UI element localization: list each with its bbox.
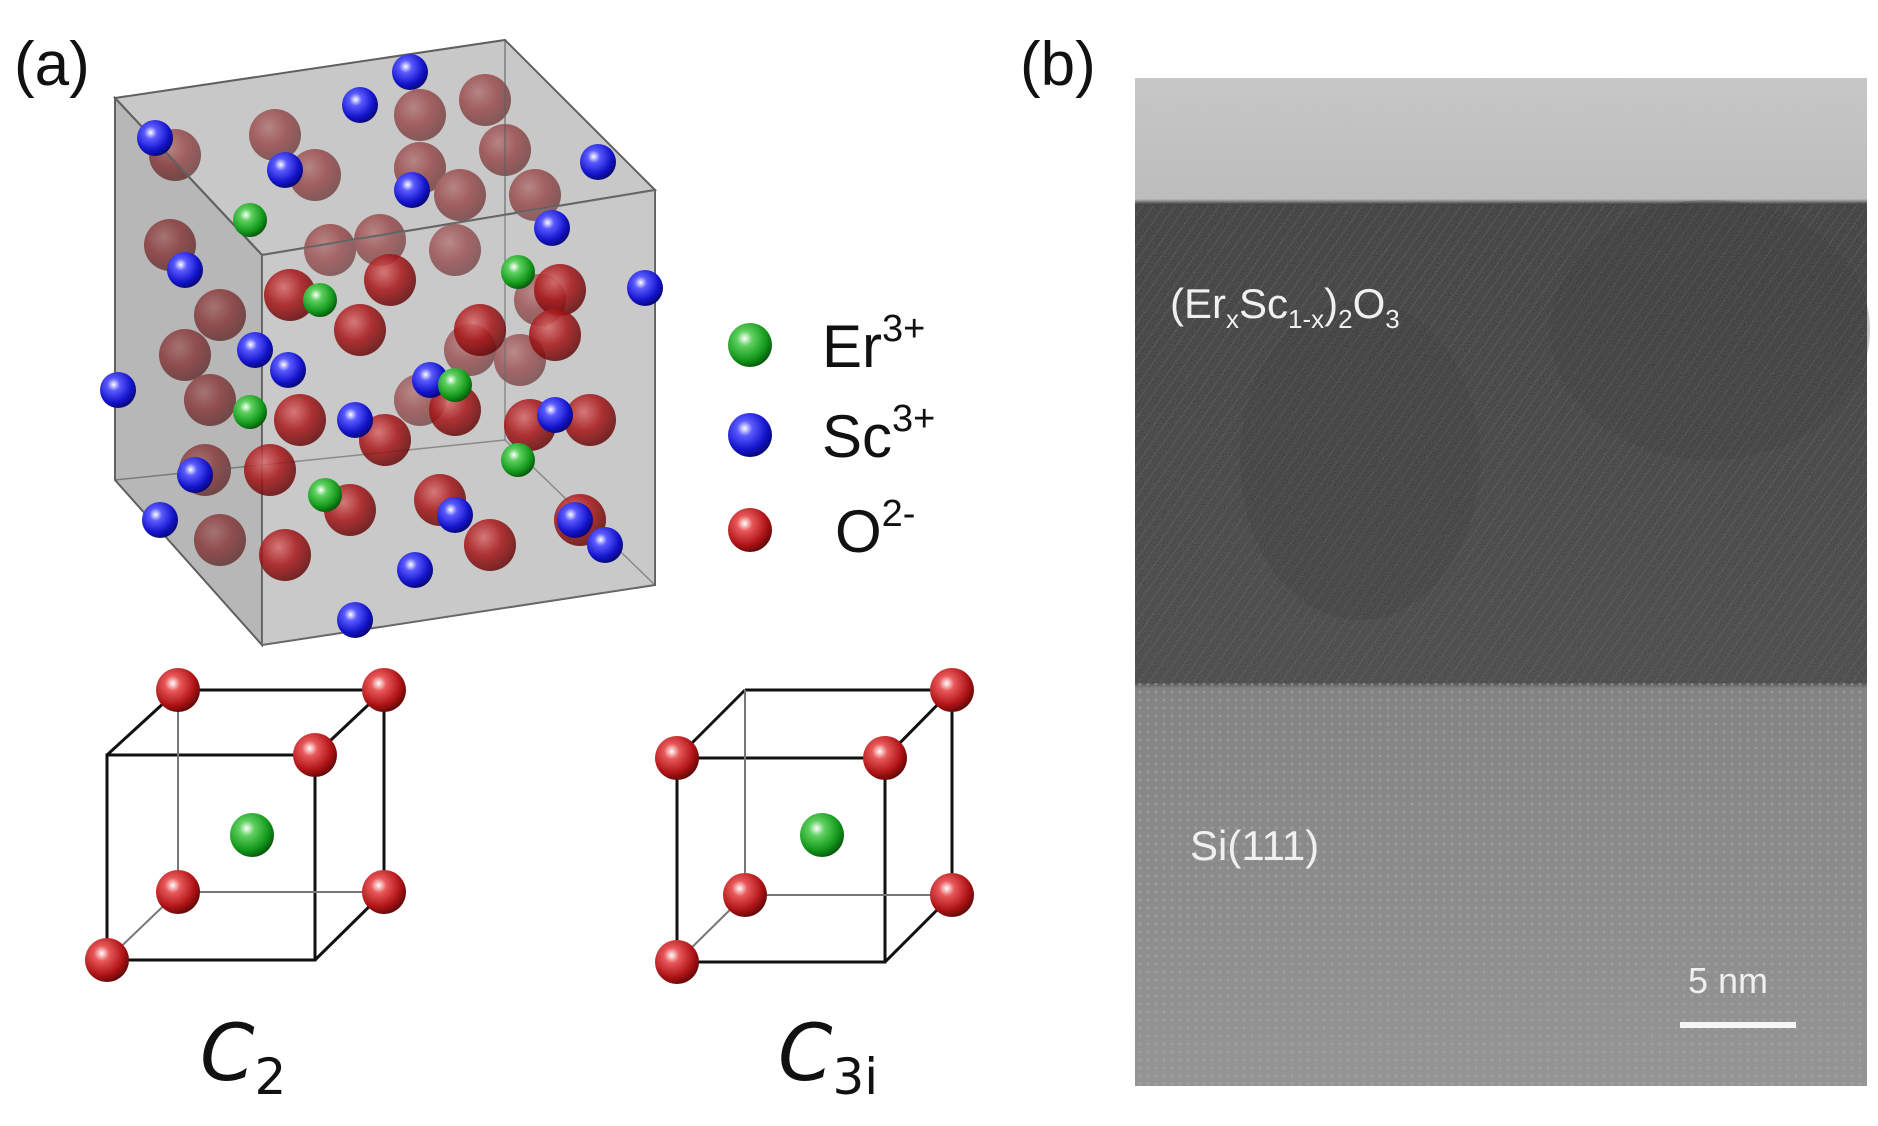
o-ion-icon xyxy=(359,414,411,466)
sc-ion-icon xyxy=(437,497,473,533)
er-ion-icon xyxy=(230,813,274,857)
svg-text:Er3+: Er3+ xyxy=(822,308,925,380)
legend-item-sc: Sc3+ xyxy=(728,398,935,470)
tem-micrograph: (ErxSc1-x)2O3 Si(111) 5 nm xyxy=(1135,78,1870,1086)
svg-text:Sc3+: Sc3+ xyxy=(822,398,935,470)
o-ion-icon xyxy=(529,309,581,361)
o-ion-icon xyxy=(85,938,129,982)
oxide-label-part3: ) xyxy=(1324,280,1338,327)
scale-bar-label: 5 nm xyxy=(1688,960,1768,1001)
oxide-label-part1: (Er xyxy=(1170,280,1226,327)
o-ion-icon xyxy=(259,529,311,581)
o-ion-icon xyxy=(156,870,200,914)
panel-label-b: (b) xyxy=(1020,30,1096,99)
er-ion-icon xyxy=(308,478,342,512)
o-ion-icon xyxy=(429,224,481,276)
sc-ion-icon xyxy=(537,397,573,433)
sc-ion-icon xyxy=(167,252,203,288)
o-ion-icon xyxy=(334,304,386,356)
legend-item-o: O2- xyxy=(728,493,915,565)
legend-er-charge: 3+ xyxy=(882,308,925,350)
o-ion-sphere-icon xyxy=(728,508,772,552)
o-ion-icon xyxy=(264,269,316,321)
sc-ion-icon xyxy=(534,210,570,246)
sc-ion-icon xyxy=(580,144,616,180)
sc-ion-icon xyxy=(270,352,306,388)
c2-site-cube xyxy=(85,668,406,982)
sc-ion-icon xyxy=(557,502,593,538)
legend-o-charge: 2- xyxy=(882,493,916,535)
svg-text:C3i: C3i xyxy=(778,1009,878,1106)
er-ion-icon xyxy=(501,443,535,477)
oxide-label-part4: O xyxy=(1353,280,1386,327)
site-label-c3i-main: C xyxy=(778,1009,833,1099)
o-ion-icon xyxy=(863,736,907,780)
sc-ion-icon xyxy=(397,552,433,588)
legend-er-symbol: Er xyxy=(822,313,882,380)
legend-sc-charge: 3+ xyxy=(892,398,935,440)
legend-sc-symbol: Sc xyxy=(822,403,892,470)
sc-ion-icon xyxy=(392,54,428,90)
oxide-label-three: 3 xyxy=(1385,304,1399,334)
substrate-label: Si(111) xyxy=(1190,822,1319,869)
oxide-label-part2: Sc xyxy=(1239,280,1288,327)
site-label-c3i-sub: 3i xyxy=(832,1048,878,1106)
site-label-c2-sub: 2 xyxy=(254,1048,286,1106)
svg-text:(ErxSc1-x)2O3: (ErxSc1-x)2O3 xyxy=(1170,280,1400,334)
er-ion-icon xyxy=(438,368,472,402)
ion-legend: Er3+ Sc3+ O2- xyxy=(728,308,935,565)
sc-ion-icon xyxy=(142,502,178,538)
er-ion-sphere-icon xyxy=(728,323,772,367)
o-ion-icon xyxy=(723,873,767,917)
er-ion-icon xyxy=(800,813,844,857)
o-ion-icon xyxy=(274,394,326,446)
er-ion-icon xyxy=(501,255,535,289)
sc-ion-icon xyxy=(627,270,663,306)
o-ion-icon xyxy=(429,384,481,436)
o-ion-icon xyxy=(534,264,586,316)
oxide-label-onex: 1-x xyxy=(1288,304,1324,334)
o-ion-icon xyxy=(244,444,296,496)
o-ion-icon xyxy=(293,733,337,777)
sc-ion-icon xyxy=(100,372,136,408)
sc-ion-icon xyxy=(137,120,173,156)
sc-ion-icon xyxy=(587,527,623,563)
sc-ion-icon xyxy=(342,87,378,123)
er-ion-icon xyxy=(233,395,267,429)
o-ion-icon xyxy=(655,940,699,984)
scale-bar xyxy=(1680,1022,1796,1028)
sc-ion-sphere-icon xyxy=(728,413,772,457)
sc-ion-icon xyxy=(337,602,373,638)
er-ion-icon xyxy=(233,203,267,237)
o-ion-icon xyxy=(464,519,516,571)
o-ion-icon xyxy=(930,668,974,712)
o-ion-icon xyxy=(364,254,416,306)
legend-item-er: Er3+ xyxy=(728,308,925,380)
sc-ion-icon xyxy=(177,457,213,493)
o-ion-icon xyxy=(454,304,506,356)
sc-ion-icon xyxy=(237,332,273,368)
panel-label-a: (a) xyxy=(14,30,90,99)
sc-ion-icon xyxy=(394,172,430,208)
legend-o-symbol: O xyxy=(835,498,882,565)
er-ion-icon xyxy=(303,283,337,317)
svg-text:O2-: O2- xyxy=(835,493,915,565)
sc-ion-icon xyxy=(337,402,373,438)
o-ion-icon xyxy=(362,668,406,712)
svg-text:C2: C2 xyxy=(200,1009,286,1106)
o-ion-icon xyxy=(156,668,200,712)
oxide-label-x: x xyxy=(1226,304,1239,334)
o-ion-icon xyxy=(930,873,974,917)
o-ion-icon xyxy=(564,394,616,446)
site-label-c2-main: C xyxy=(200,1009,255,1099)
crystal-cell-3d xyxy=(100,38,663,648)
o-ion-icon xyxy=(655,736,699,780)
sc-ion-icon xyxy=(267,152,303,188)
c3i-site-cube xyxy=(655,668,974,984)
o-ion-icon xyxy=(362,870,406,914)
oxide-label-two: 2 xyxy=(1338,304,1352,334)
